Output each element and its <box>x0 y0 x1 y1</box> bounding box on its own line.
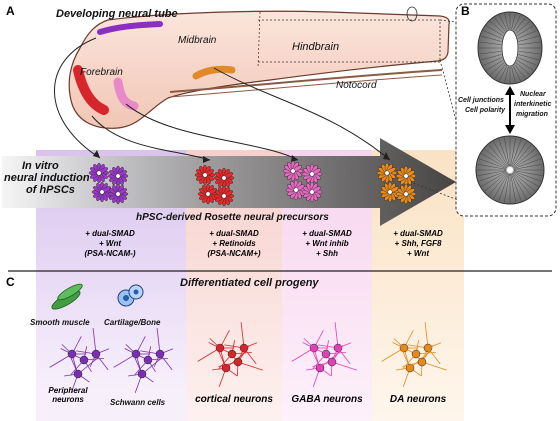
rosette <box>301 181 323 203</box>
condition-pink: + dual-SMAD+ Wnt inhib+ Shh <box>302 229 352 258</box>
inset-left-label-1: Cell junctions <box>458 97 504 104</box>
neural-tube <box>68 6 450 129</box>
neuron-cluster <box>291 322 357 387</box>
rosette <box>107 165 129 187</box>
rosette <box>197 183 219 205</box>
neuron-groups <box>49 322 447 393</box>
rosette <box>301 163 323 185</box>
region-notocord: Notocord <box>336 80 377 91</box>
neuron-cluster <box>113 328 174 393</box>
rosette <box>107 183 129 205</box>
inset-left-label-2: Cell polarity <box>465 107 506 114</box>
inset-right-label-3: migration <box>516 111 548 118</box>
label-cortical: cortical neurons <box>195 394 273 405</box>
neuron-cluster <box>49 328 110 393</box>
rosette-cross-section <box>475 135 545 205</box>
label-cartilage: Cartilage/Bone <box>104 318 161 327</box>
condition-purple: + dual-SMAD+ Wnt(PSA-NCAM-) <box>84 229 136 258</box>
label-schwann: Schwann cells <box>110 398 166 407</box>
progeny-title: Differentiated cell progeny <box>180 277 319 289</box>
arrow-tube-to-red <box>91 115 211 161</box>
region-midbrain: Midbrain <box>178 35 217 46</box>
rosette <box>213 185 235 207</box>
panel-letter-a: A <box>6 4 15 18</box>
inset-right-label-2: interkinetic <box>514 101 552 108</box>
induction-line-2: neural induction <box>4 172 90 184</box>
cartilage-icon <box>117 284 144 307</box>
rosette <box>376 162 398 184</box>
induction-line-1: In vitro <box>22 160 59 172</box>
radial-cells <box>477 13 543 203</box>
label-smooth-muscle: Smooth muscle <box>30 318 90 327</box>
rosette <box>88 162 110 184</box>
region-hindbrain: Hindbrain <box>292 41 340 53</box>
arrow-tube-to-pink <box>125 103 299 161</box>
label-gaba: GABA neurons <box>291 394 363 405</box>
rosette-clusters <box>88 160 417 207</box>
rosette-title: hPSC-derived Rosette neural precursors <box>136 212 329 223</box>
column-bg-purple-lower <box>36 386 186 421</box>
arrow-tube-to-orange <box>213 67 391 161</box>
region-forebrain: Forebrain <box>80 67 123 78</box>
condition-orange: + dual-SMAD+ Shh, FGF8+ Wnt <box>393 229 443 258</box>
rosette <box>395 183 417 205</box>
panel-letter-c: C <box>6 275 15 289</box>
arrow-tube-to-purple <box>54 37 101 159</box>
neuron-cluster <box>197 322 263 387</box>
tube-title: Developing neural tube <box>56 8 178 20</box>
rosette <box>194 164 216 186</box>
induction-line-3: of hPSCs <box>26 184 75 196</box>
label-da: DA neurons <box>389 394 447 405</box>
inset-right-label-1: Nuclear <box>520 91 546 98</box>
rosette <box>395 165 417 187</box>
neuron-cluster <box>381 322 447 387</box>
panel-letter-b: B <box>461 4 470 18</box>
rosette <box>213 167 235 189</box>
smooth-muscle-icon <box>51 283 83 310</box>
rosette <box>282 160 304 182</box>
condition-red: + dual-SMAD+ Retinoids(PSA-NCAM+) <box>207 229 261 258</box>
rosette <box>285 179 307 201</box>
